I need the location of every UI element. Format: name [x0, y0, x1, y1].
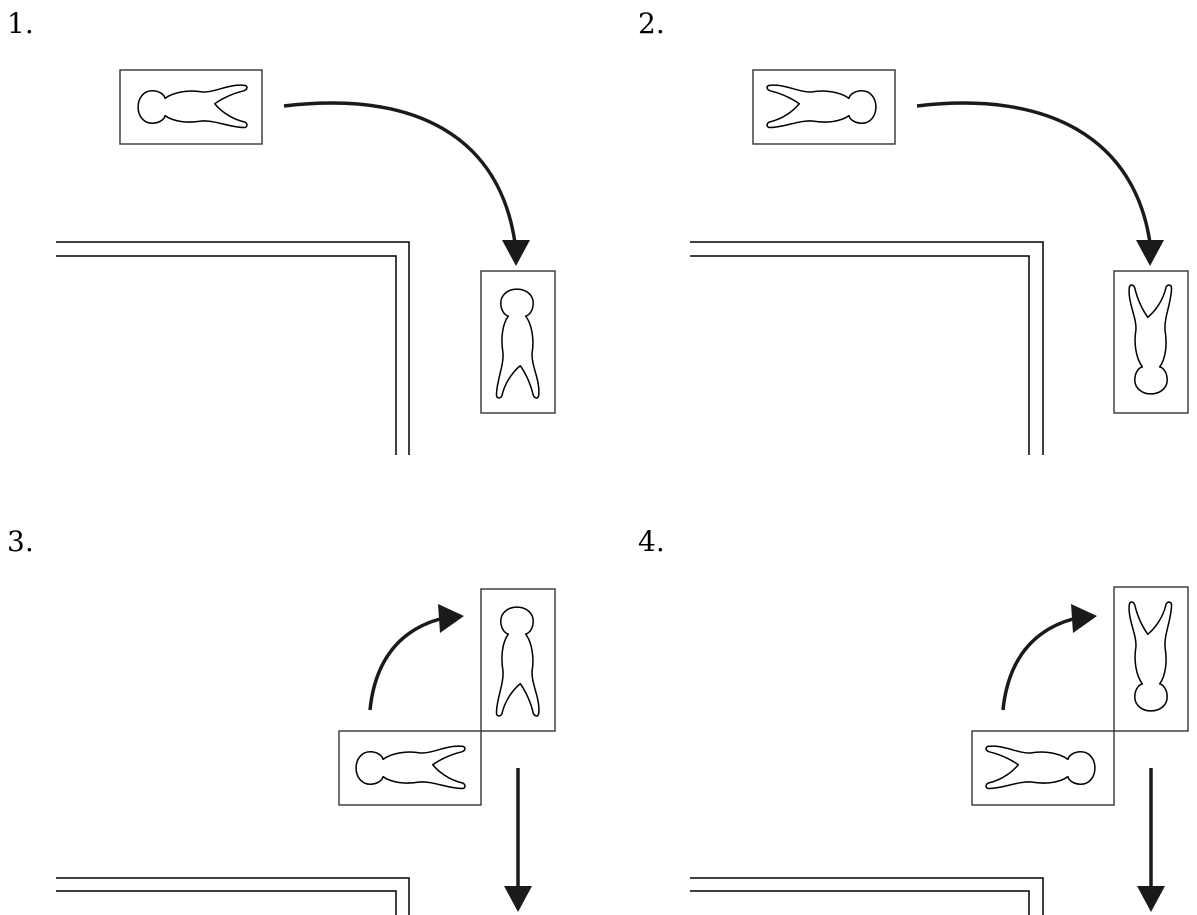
wall-outer	[56, 877, 410, 915]
wall-inner	[690, 890, 1030, 915]
arrowhead-down	[1136, 240, 1164, 266]
curved-arrow	[1001, 617, 1074, 711]
wall-inner	[56, 890, 397, 915]
wall-outer	[690, 877, 1044, 915]
arrowhead-down	[502, 240, 530, 266]
wall-inner	[56, 255, 397, 455]
arrowhead-down	[504, 886, 532, 912]
panel-4	[690, 586, 1189, 915]
curved-arrow	[368, 617, 441, 711]
wall-inner	[690, 255, 1030, 455]
arrowhead-right	[1071, 604, 1097, 633]
panel-3	[56, 588, 556, 915]
panel-4-label: 4.	[638, 525, 665, 558]
arrowhead-down	[1137, 886, 1165, 912]
panel-2-label: 2.	[638, 7, 665, 40]
wall-outer	[56, 241, 410, 455]
panel-1	[56, 69, 556, 455]
panel-2	[690, 69, 1189, 455]
panel-3-label: 3.	[7, 525, 34, 558]
panel-1-label: 1.	[7, 7, 34, 40]
wall-outer	[690, 241, 1044, 455]
curved-arrow	[283, 101, 517, 244]
curved-arrow	[916, 101, 1152, 244]
arrowhead-right	[438, 604, 464, 633]
